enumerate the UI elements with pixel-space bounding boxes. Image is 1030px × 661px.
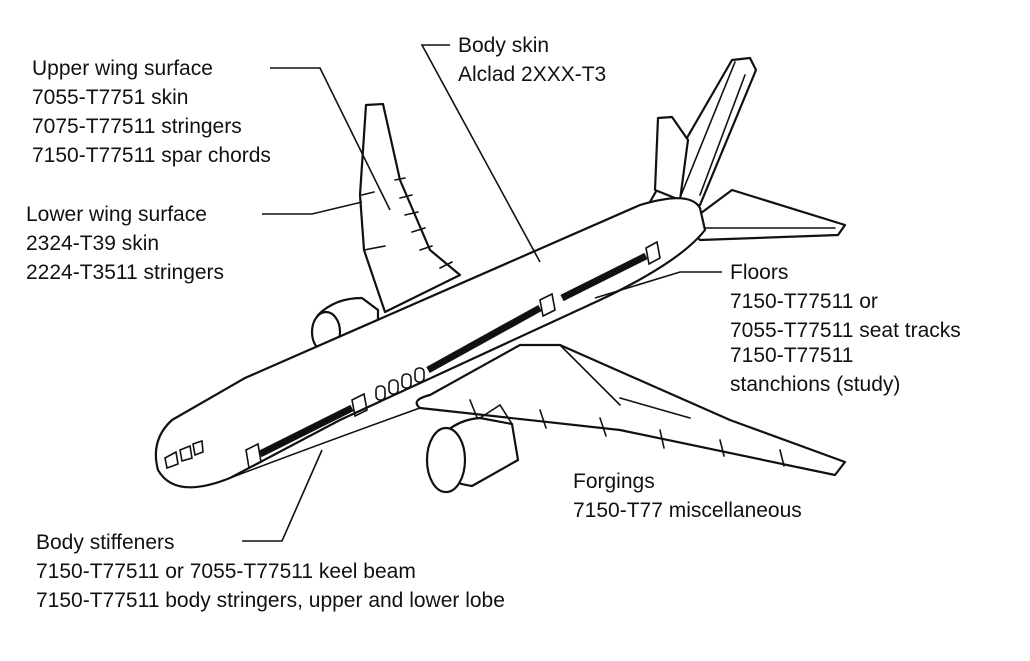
callout-line: 7150-T77511	[730, 344, 853, 367]
far-wing	[358, 102, 462, 314]
leader-body-skin	[420, 44, 541, 263]
callout-title: Forgings	[573, 470, 655, 493]
near-wing-panels	[469, 344, 785, 467]
callout-line: 7150-T77511 or	[730, 290, 878, 313]
callout-line: 7055-T7751 skin	[32, 86, 188, 109]
callout-title: Body skin	[458, 34, 549, 57]
callout-line: 7150-T77511 body stringers, upper and lo…	[36, 589, 505, 612]
callout-title: Upper wing surface	[32, 57, 213, 80]
leader-floors	[594, 271, 722, 299]
leader-upper-wing	[270, 67, 391, 211]
callout-title: Body stiffeners	[36, 531, 175, 554]
far-wing-flaps	[361, 177, 453, 269]
callout-line: 7055-T77511 seat tracks	[730, 319, 961, 342]
callout-line: Alclad 2XXX-T3	[458, 63, 606, 86]
callout-body-skin: Body skin Alclad 2XXX-T3	[458, 34, 606, 86]
callout-line: 7150-T77511 spar chords	[32, 144, 271, 167]
floor-beam-1	[258, 404, 354, 458]
callout-line: 2324-T39 skin	[26, 232, 159, 255]
callout-forgings: Forgings 7150-T77 miscellaneous	[573, 470, 802, 522]
callout-upper-wing: Upper wing surface 7055-T7751 skin 7075-…	[32, 57, 271, 167]
leader-body-stiffeners	[242, 449, 323, 542]
callout-line: 7075-T77511 stringers	[32, 115, 242, 138]
callout-line: 2224-T3511 stringers	[26, 261, 224, 284]
near-wing	[415, 343, 847, 477]
callout-line: stanchions (study)	[730, 373, 900, 396]
doors	[245, 240, 661, 470]
cabin-windows	[375, 367, 425, 401]
callout-line: 7150-T77511 or 7055-T77511 keel beam	[36, 560, 416, 583]
airplane-illustration	[154, 56, 847, 494]
callout-lower-wing: Lower wing surface 2324-T39 skin 2224-T3…	[26, 203, 224, 284]
callout-body-stiffeners: Body stiffeners 7150-T77511 or 7055-T775…	[36, 531, 505, 612]
callout-title: Floors	[730, 261, 788, 284]
near-engine-intake	[425, 426, 467, 494]
cockpit-windows	[164, 439, 204, 470]
floor-beam-2	[426, 304, 542, 374]
near-engine-pylon	[479, 403, 513, 425]
rudder-line	[674, 61, 746, 211]
leader-lines	[242, 44, 722, 542]
callout-floors: Floors 7150-T77511 or 7055-T77511 seat t…	[730, 261, 961, 396]
callout-line: 7150-T77 miscellaneous	[573, 499, 802, 522]
leader-lower-wing	[262, 201, 363, 215]
floor-beam-3	[560, 252, 648, 302]
callout-title: Lower wing surface	[26, 203, 207, 226]
near-horizontal-stabilizer	[683, 188, 847, 242]
fuselage	[154, 197, 707, 489]
